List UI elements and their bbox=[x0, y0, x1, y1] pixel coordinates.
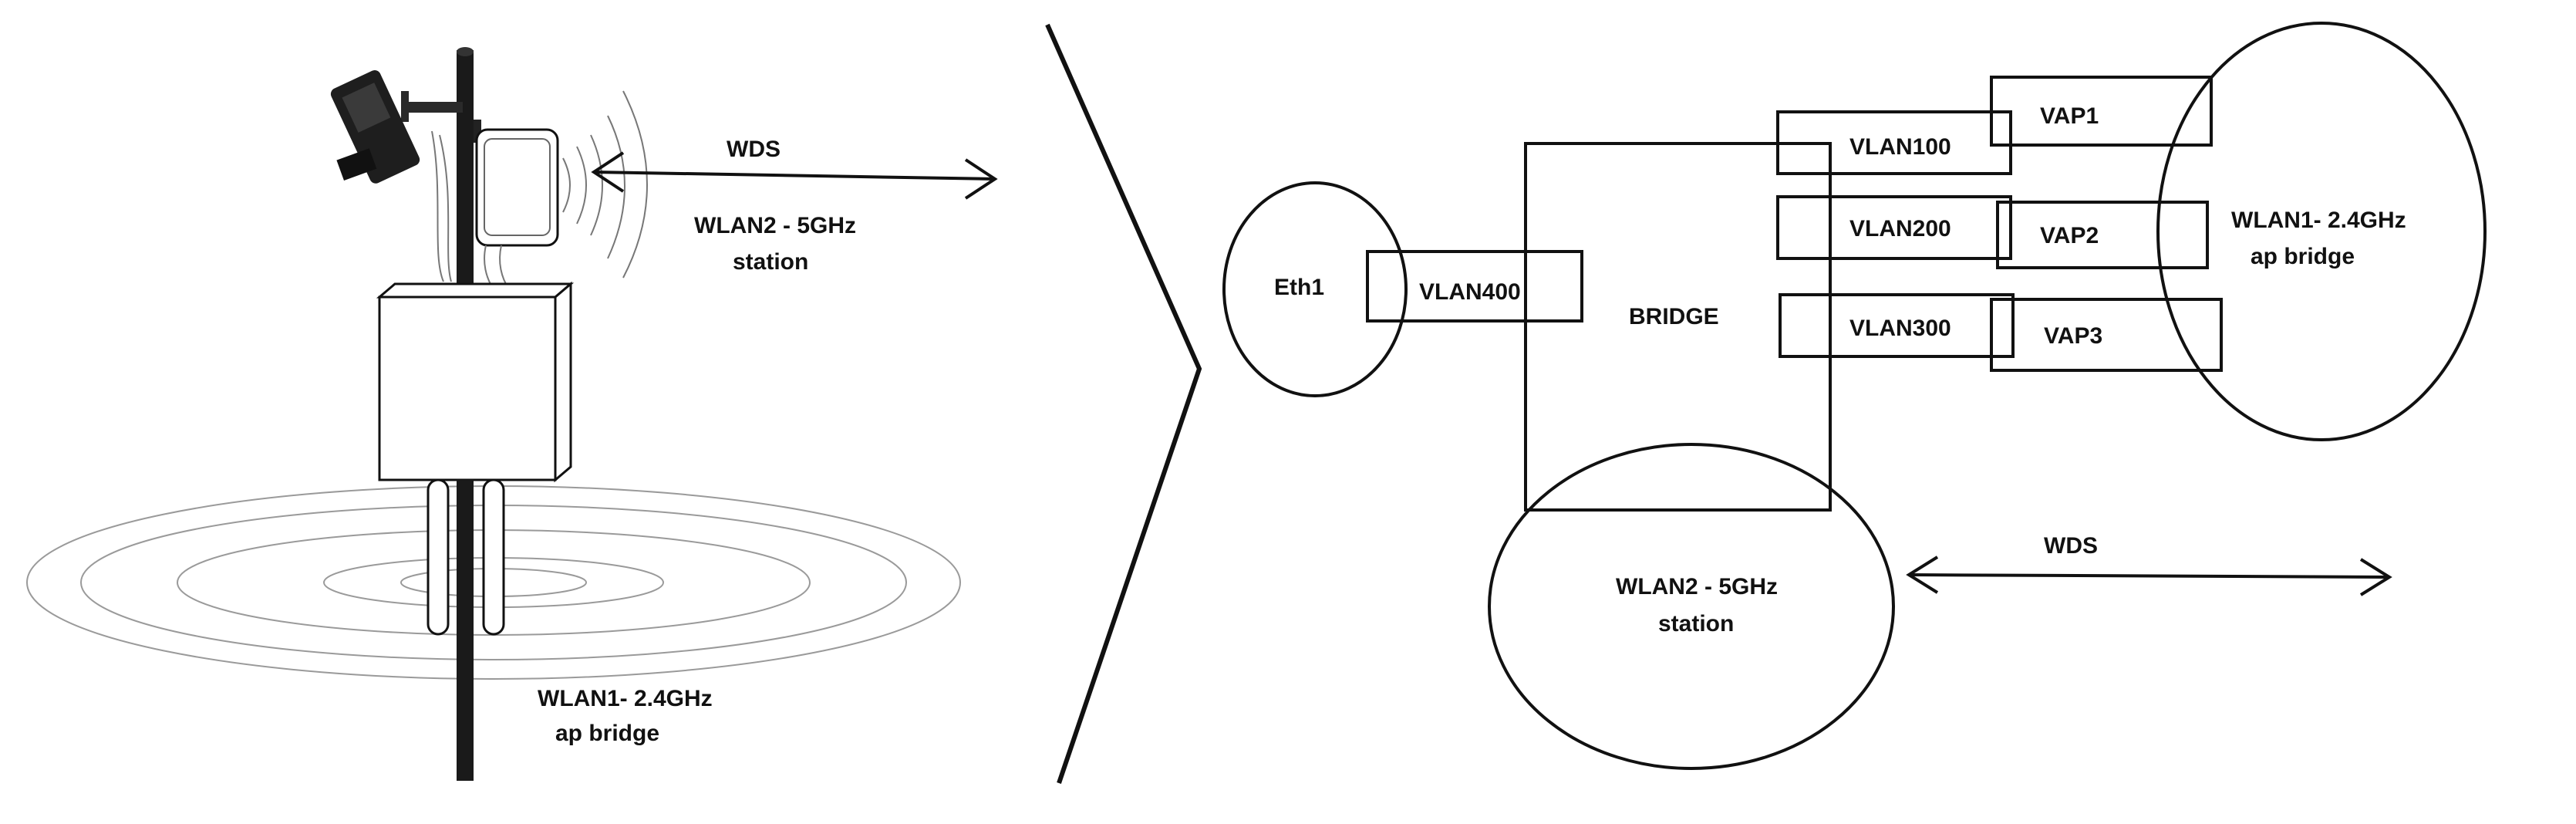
panel-antenna-icon bbox=[474, 120, 559, 247]
vap3-box bbox=[1990, 298, 2223, 372]
bridge-box bbox=[1524, 142, 1832, 512]
vap2-label: VAP2 bbox=[2040, 223, 2099, 248]
wlan2-mode-left: station bbox=[733, 249, 808, 275]
vap1-label: VAP1 bbox=[2040, 103, 2099, 129]
wlan1-mode-right: ap bridge bbox=[2251, 244, 2355, 269]
router-enclosure-icon bbox=[376, 281, 575, 483]
vlan100-box bbox=[1776, 110, 2012, 175]
section-divider bbox=[1045, 23, 1202, 784]
eth1-label: Eth1 bbox=[1274, 275, 1324, 300]
vlan400-label: VLAN400 bbox=[1419, 279, 1521, 305]
dish-antenna-icon bbox=[330, 70, 463, 184]
vap2-box bbox=[1996, 201, 2209, 269]
wlan1-mode-left: ap bridge bbox=[555, 721, 659, 746]
logical-interface-diagram bbox=[1222, 22, 2487, 770]
radio-wave-icon bbox=[562, 90, 648, 279]
omni-antenna-icon bbox=[427, 478, 505, 636]
bridge-label: BRIDGE bbox=[1629, 304, 1719, 329]
wlan2-ellipse bbox=[1488, 443, 1895, 770]
wds-link-arrow-right bbox=[1906, 556, 2392, 596]
vlan200-label: VLAN200 bbox=[1849, 216, 1951, 241]
vap3-label: VAP3 bbox=[2044, 323, 2102, 349]
wds-link-arrow bbox=[591, 151, 998, 200]
vap1-box bbox=[1990, 76, 2213, 147]
wlan2-label-right: WLAN2 - 5GHz bbox=[1616, 574, 1778, 599]
vlan400-box bbox=[1366, 250, 1583, 323]
installation-illustration: WDS WLAN2 - 5GHz station WLAN1- 2.4GHz a… bbox=[26, 47, 998, 781]
wlan1-ellipse bbox=[2156, 22, 2487, 441]
wlan1-label-right: WLAN1- 2.4GHz bbox=[2231, 208, 2406, 233]
wds-label-right: WDS bbox=[2044, 533, 2098, 559]
vlan100-label: VLAN100 bbox=[1849, 134, 1951, 160]
vlan200-box bbox=[1776, 195, 2012, 260]
wds-label-left: WDS bbox=[727, 137, 781, 162]
vlan300-box bbox=[1779, 293, 2015, 358]
eth1-ellipse bbox=[1222, 181, 1408, 397]
wlan2-label-left: WLAN2 - 5GHz bbox=[694, 213, 856, 238]
wlan2-mode-right: station bbox=[1658, 611, 1734, 637]
vlan300-label: VLAN300 bbox=[1849, 316, 1951, 341]
wlan1-label-left: WLAN1- 2.4GHz bbox=[538, 686, 713, 711]
